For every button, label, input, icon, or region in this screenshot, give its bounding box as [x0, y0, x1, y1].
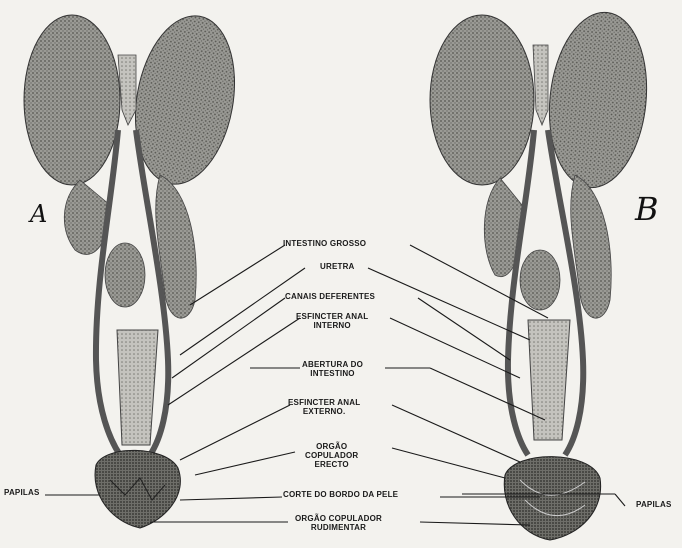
bulb-a — [105, 243, 145, 307]
label-intestino-grosso: INTESTINO GROSSO — [283, 239, 366, 248]
label-orgao-erecto: ORGÃO COPULADOR ERECTO — [305, 442, 358, 470]
gland-right-b — [541, 7, 655, 192]
gland-left-a — [24, 15, 120, 185]
label-uretra: URETRA — [320, 262, 355, 271]
gland-left-b — [430, 15, 534, 185]
label-corte-bordo: CORTE DO BORDO DA PELE — [283, 490, 398, 499]
intestine-b — [528, 320, 570, 440]
label-esfincter-interno: ESFINCTER ANAL INTERNO — [296, 312, 368, 330]
aorta-a — [118, 55, 136, 125]
aorta-b — [533, 45, 548, 125]
bulb-b — [520, 250, 560, 310]
label-orgao-rudimentar: ORGÃO COPULADOR RUDIMENTAR — [295, 514, 382, 532]
label-canais-deferentes: CANAIS DEFERENTES — [285, 292, 375, 301]
intestine-a — [117, 330, 158, 445]
organ-tip-b — [504, 457, 600, 540]
panel-label-b: B — [635, 190, 659, 228]
label-abertura-intestino: ABERTURA DO INTESTINO — [302, 360, 363, 378]
label-esfincter-externo: ESFINCTER ANAL EXTERNO. — [288, 398, 360, 416]
panel-label-a: A — [30, 200, 47, 228]
label-papilas-right: PAPILAS — [636, 500, 671, 509]
label-papilas-left: PAPILAS — [4, 488, 39, 497]
organ-tip-a — [95, 450, 180, 528]
specimen-a — [24, 8, 247, 528]
